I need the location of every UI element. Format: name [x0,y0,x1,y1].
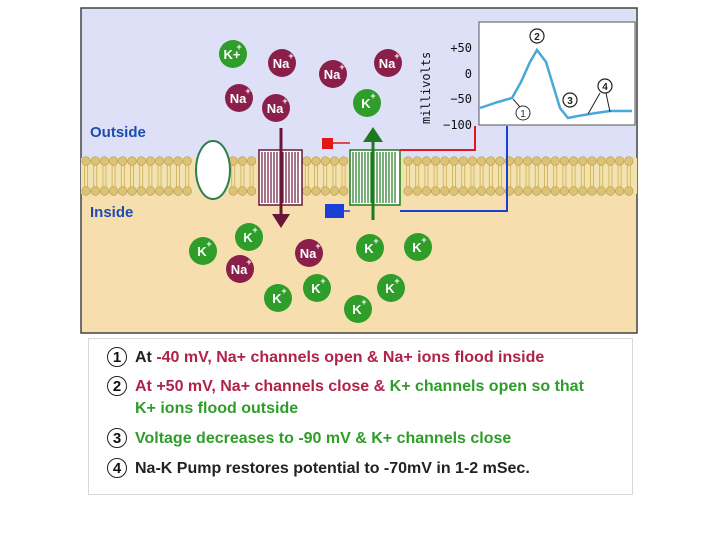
svg-text:K: K [311,281,321,296]
potassium-ion: K+ [235,223,263,251]
sodium-ion: Na+ [268,49,296,77]
na-gate-line [400,126,476,151]
na-gate-marker [322,138,333,149]
legend-text-1: At -40 mV, Na+ channels open & Na+ ions … [135,349,545,366]
svg-text:+: + [361,297,366,307]
graph-marker-2: 2 [529,28,545,44]
legend-item-4: 4 Na-K Pump restores potential to -70mV … [107,458,530,480]
potassium-ion: K+ [353,89,381,117]
svg-text:Na: Na [324,67,341,82]
potassium-ion: K+ [344,295,372,323]
svg-text:K: K [352,302,362,317]
svg-text:K: K [361,96,371,111]
legend-item-3: 3 Voltage decreases to -90 mV & K+ chann… [107,428,511,450]
na-k-pump [195,140,231,200]
svg-text:Na: Na [273,56,290,71]
svg-text:Na: Na [267,101,284,116]
potassium-channel [349,127,401,220]
svg-text:+: + [394,51,399,61]
tick-label-minus100: −100 [443,118,472,132]
potassium-ion: K+ [303,274,331,302]
graph-ylabel: millivolts [419,52,433,124]
svg-text:K: K [197,244,207,259]
svg-text:+: + [206,239,211,249]
outside-ions: K++Na+Na+Na+Na+Na+K+ [219,40,402,122]
svg-text:+: + [421,235,426,245]
svg-text:+: + [252,225,257,235]
svg-text:3: 3 [567,96,573,107]
potassium-ion: K+ [404,233,432,261]
tick-label-minus50: −50 [450,92,472,106]
k-outflow-arrow [363,127,383,142]
svg-text:+: + [373,236,378,246]
svg-text:Na: Na [231,262,248,277]
svg-text:+: + [339,62,344,72]
legend-number-3: 3 [107,428,127,448]
inside-label: Inside [90,204,133,221]
legend-text-2: At +50 mV, Na+ channels close & K+ chann… [135,378,584,417]
svg-text:Na: Na [300,246,317,261]
potassium-ion: K+ [189,237,217,265]
graph-marker-3: 3 [562,92,578,108]
sodium-ion: Na+ [226,255,254,283]
potassium-ion: K+ [377,274,405,302]
graph-marker-1: 1 [512,98,531,121]
potassium-ion: K+ [264,284,292,312]
outside-label: Outside [90,124,146,141]
svg-text:Na: Na [230,91,247,106]
legend-panel: 1 At -40 mV, Na+ channels open & Na+ ion… [88,338,633,495]
sodium-ion: Na+ [225,84,253,112]
legend-item-1: 1 At -40 mV, Na+ channels open & Na+ ion… [107,347,544,369]
svg-text:+: + [281,286,286,296]
sodium-ion: Na+ [319,60,347,88]
svg-text:+: + [246,257,251,267]
svg-text:K+: K+ [224,47,241,62]
svg-text:+: + [320,276,325,286]
svg-text:+: + [394,276,399,286]
potassium-ion: K+ [356,234,384,262]
k-gate-marker [325,204,344,218]
svg-text:+: + [236,42,241,52]
inside-ions: K+K+Na+K+K+Na+K+K+K+K+ [189,223,432,323]
na-inflow-arrow [272,214,290,228]
svg-text:K: K [385,281,395,296]
legend-text-4: Na-K Pump restores potential to -70mV in… [135,460,530,477]
svg-text:K: K [272,291,282,306]
tick-label-plus50: +50 [450,41,472,55]
legend-item-2: 2 At +50 mV, Na+ channels close & K+ cha… [107,376,605,420]
svg-text:Na: Na [379,56,396,71]
svg-text:+: + [245,86,250,96]
sodium-ion: Na+ [374,49,402,77]
voltage-trace [479,47,632,120]
svg-text:1: 1 [520,109,526,120]
svg-text:+: + [315,241,320,251]
svg-text:K: K [412,240,422,255]
voltage-graph: millivolts +50 0 −50 −100 1 2 3 4 [419,21,636,132]
svg-text:K: K [243,230,253,245]
svg-text:4: 4 [602,82,608,93]
sodium-ion: Na+ [295,239,323,267]
sodium-channel [258,128,303,228]
legend-text-3: Voltage decreases to -90 mV & K+ channel… [135,430,512,447]
legend-number-2: 2 [107,376,127,396]
sodium-ion: Na+ [262,94,290,122]
graph-marker-4: 4 [587,78,613,115]
svg-text:+: + [282,96,287,106]
legend-number-4: 4 [107,458,127,478]
svg-text:2: 2 [534,32,540,43]
svg-text:K: K [364,241,374,256]
potassium-ion: K++ [219,40,247,68]
legend-number-1: 1 [107,347,127,367]
tick-label-0: 0 [465,67,472,81]
k-gate-line [400,126,508,212]
svg-text:+: + [288,51,293,61]
svg-text:+: + [370,91,375,101]
